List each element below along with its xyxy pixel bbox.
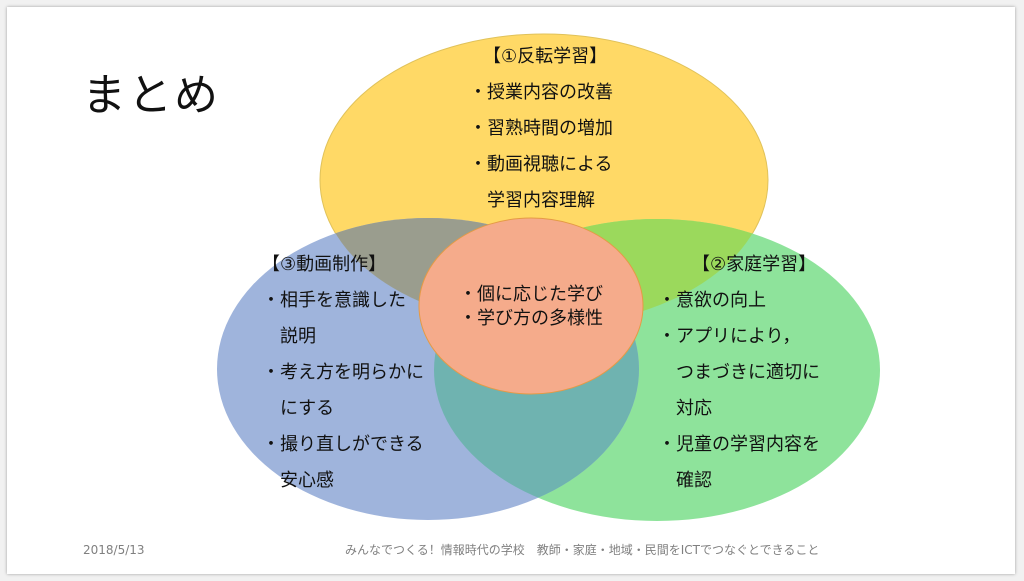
center-circle [418, 217, 644, 395]
slide: まとめ 【①反転学習】 ・授業内容の改善 ・習熟時間の増加 ・動画視聴による 学… [7, 7, 1015, 574]
top-circle-line: ・授業内容の改善 [469, 82, 613, 103]
left-circle-heading: 【③動画制作】 [262, 254, 387, 275]
right-circle-text: 【②家庭学習】 ・意欲の向上 ・アプリにより， つまづきに適切に 対応 ・児童の… [658, 247, 820, 499]
right-circle-heading: 【②家庭学習】 [692, 254, 817, 275]
right-circle-line: 対応 [658, 398, 712, 419]
left-circle-line: 安心感 [262, 470, 334, 491]
right-circle-line: ・意欲の向上 [658, 290, 766, 311]
right-circle-line: つまづきに適切に [658, 362, 820, 383]
center-circle-line: ・個に応じた学び [459, 284, 603, 305]
left-circle-line: 説明 [262, 326, 316, 347]
right-circle-line: ・児童の学習内容を [658, 434, 820, 455]
footer-text: みんなでつくる！情報時代の学校 教師・家庭・地域・民間をICTでつなぐとできるこ… [345, 543, 820, 557]
left-circle-line: ・撮り直しができる [262, 434, 424, 455]
top-circle-line: ・動画視聴による [469, 154, 613, 175]
center-circle-text: ・個に応じた学び ・学び方の多様性 [459, 283, 603, 331]
venn-diagram [217, 33, 880, 521]
left-circle-line: ・相手を意識した [262, 290, 406, 311]
top-circle-line: 学習内容理解 [469, 190, 595, 211]
footer-date: 2018/5/13 [83, 543, 145, 557]
right-circle-line: 確認 [658, 470, 712, 491]
right-circle-line: ・アプリにより， [658, 326, 801, 347]
left-circle-text: 【③動画制作】 ・相手を意識した 説明 ・考え方を明らかに にする ・撮り直しが… [262, 247, 424, 499]
center-circle-line: ・学び方の多様性 [459, 308, 603, 329]
top-circle-heading: 【①反転学習】 [483, 46, 608, 67]
left-circle-line: にする [262, 398, 335, 419]
left-circle-line: ・考え方を明らかに [262, 362, 424, 383]
slide-title: まとめ [82, 70, 220, 121]
top-circle-line: ・習熟時間の増加 [469, 118, 613, 139]
top-circle-text: 【①反転学習】 ・授業内容の改善 ・習熟時間の増加 ・動画視聴による 学習内容理… [469, 39, 613, 219]
